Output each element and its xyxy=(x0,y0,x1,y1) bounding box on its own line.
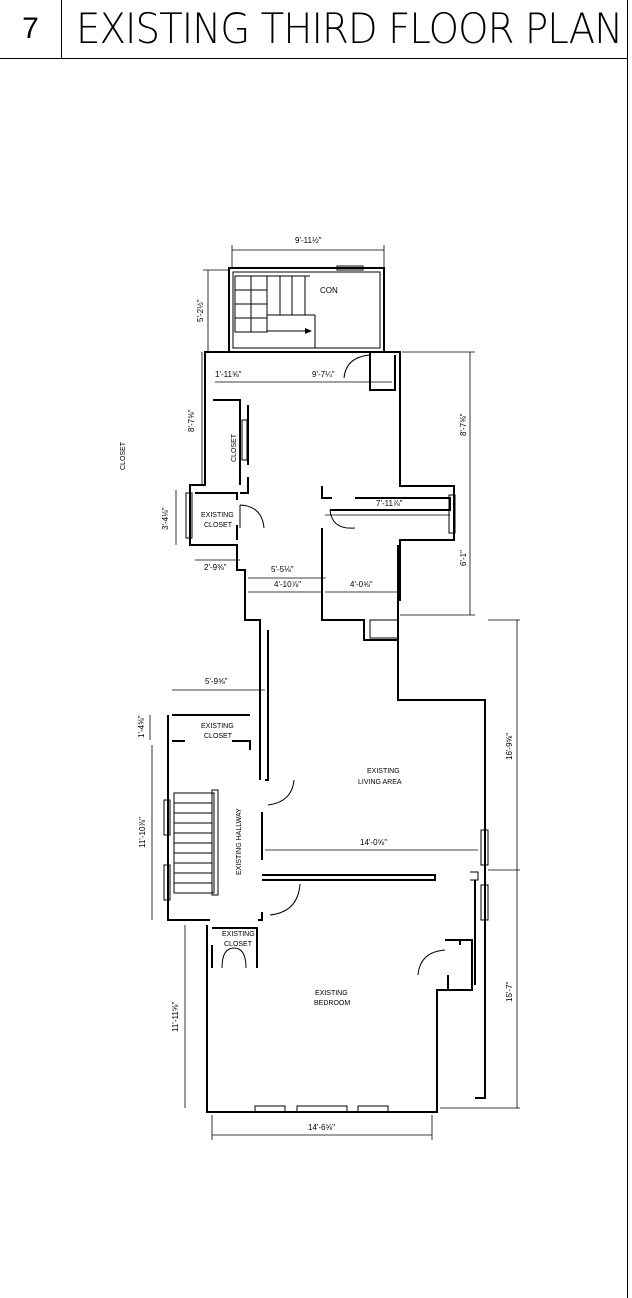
dim-label: 7'-11⅞" xyxy=(376,499,403,508)
closet-outside-label: CLOSET xyxy=(120,441,127,470)
stair-tower: CON xyxy=(228,265,385,353)
existing-closet-1-line2: CLOSET xyxy=(204,522,233,529)
dim-label: 8'-7⅝" xyxy=(459,413,468,436)
dim-label: 3'-4⅛" xyxy=(161,507,170,530)
dim-label: 8'-7⅝" xyxy=(187,409,196,432)
existing-closet-2-line2: CLOSET xyxy=(204,733,233,740)
sheet-title: EXISTING THIRD FLOOR PLAN xyxy=(76,4,623,53)
closet-upper-label: CLOSET xyxy=(231,433,238,462)
dim-label: 6'-1" xyxy=(459,550,468,566)
hallway-label: EXISTING HALLWAY xyxy=(236,808,243,875)
existing-closet-3-line2: CLOSET xyxy=(224,941,253,948)
bedroom-line1: EXISTING xyxy=(315,990,348,997)
dim-label: 11'-11⅝" xyxy=(171,1002,180,1032)
dim-label: 5'-2½" xyxy=(196,299,205,322)
dim-label: 14'-0⅝" xyxy=(360,838,387,847)
room-labels: CLOSET CLOSET EXISTING CLOSET EXISTING C… xyxy=(120,433,402,1007)
dim-label: 5'-5⅛" xyxy=(271,565,294,574)
sheet-number: 7 xyxy=(0,0,62,58)
dim-label: 9'-11½" xyxy=(295,236,322,245)
hallway-walls xyxy=(163,630,436,921)
dim-label: 1'-4⅝" xyxy=(137,715,146,738)
bedroom-line2: BEDROOM xyxy=(314,1000,350,1007)
dimension-labels: 9'-11½" 5'-2½" 1'-11⅝" 9'-7¼" 8'-7⅝" 8'-… xyxy=(137,236,514,1132)
dim-label: 16'-9⅝" xyxy=(505,733,514,760)
living-area-line2: LIVING AREA xyxy=(358,779,402,786)
dim-label: 5'-9⅝" xyxy=(205,677,228,686)
dim-label: 14'-6⅝" xyxy=(308,1123,335,1132)
title-block: 7 EXISTING THIRD FLOOR PLAN xyxy=(0,0,628,59)
dim-label: 4'-0⅝" xyxy=(350,580,373,589)
dim-label: 1'-11⅝" xyxy=(215,370,242,379)
dim-label: 2'-9⅜" xyxy=(204,563,227,572)
dim-label: 15'-7" xyxy=(505,981,514,1002)
bedroom-walls xyxy=(206,880,476,1113)
dim-label: 4'-10⅞" xyxy=(274,580,301,589)
living-area-line1: EXISTING xyxy=(367,768,400,775)
existing-closet-2-line1: EXISTING xyxy=(201,723,234,730)
upper-rooms-walls xyxy=(185,351,489,1099)
existing-closet-1-line1: EXISTING xyxy=(201,512,234,519)
dimension-lines xyxy=(149,245,520,1140)
existing-closet-3-line1: EXISTING xyxy=(222,931,255,938)
sheet-border xyxy=(627,0,628,1298)
dim-label: 9'-7¼" xyxy=(312,370,335,379)
con-label: CON xyxy=(320,286,338,295)
dim-label: 11'-10⅞" xyxy=(138,817,147,848)
